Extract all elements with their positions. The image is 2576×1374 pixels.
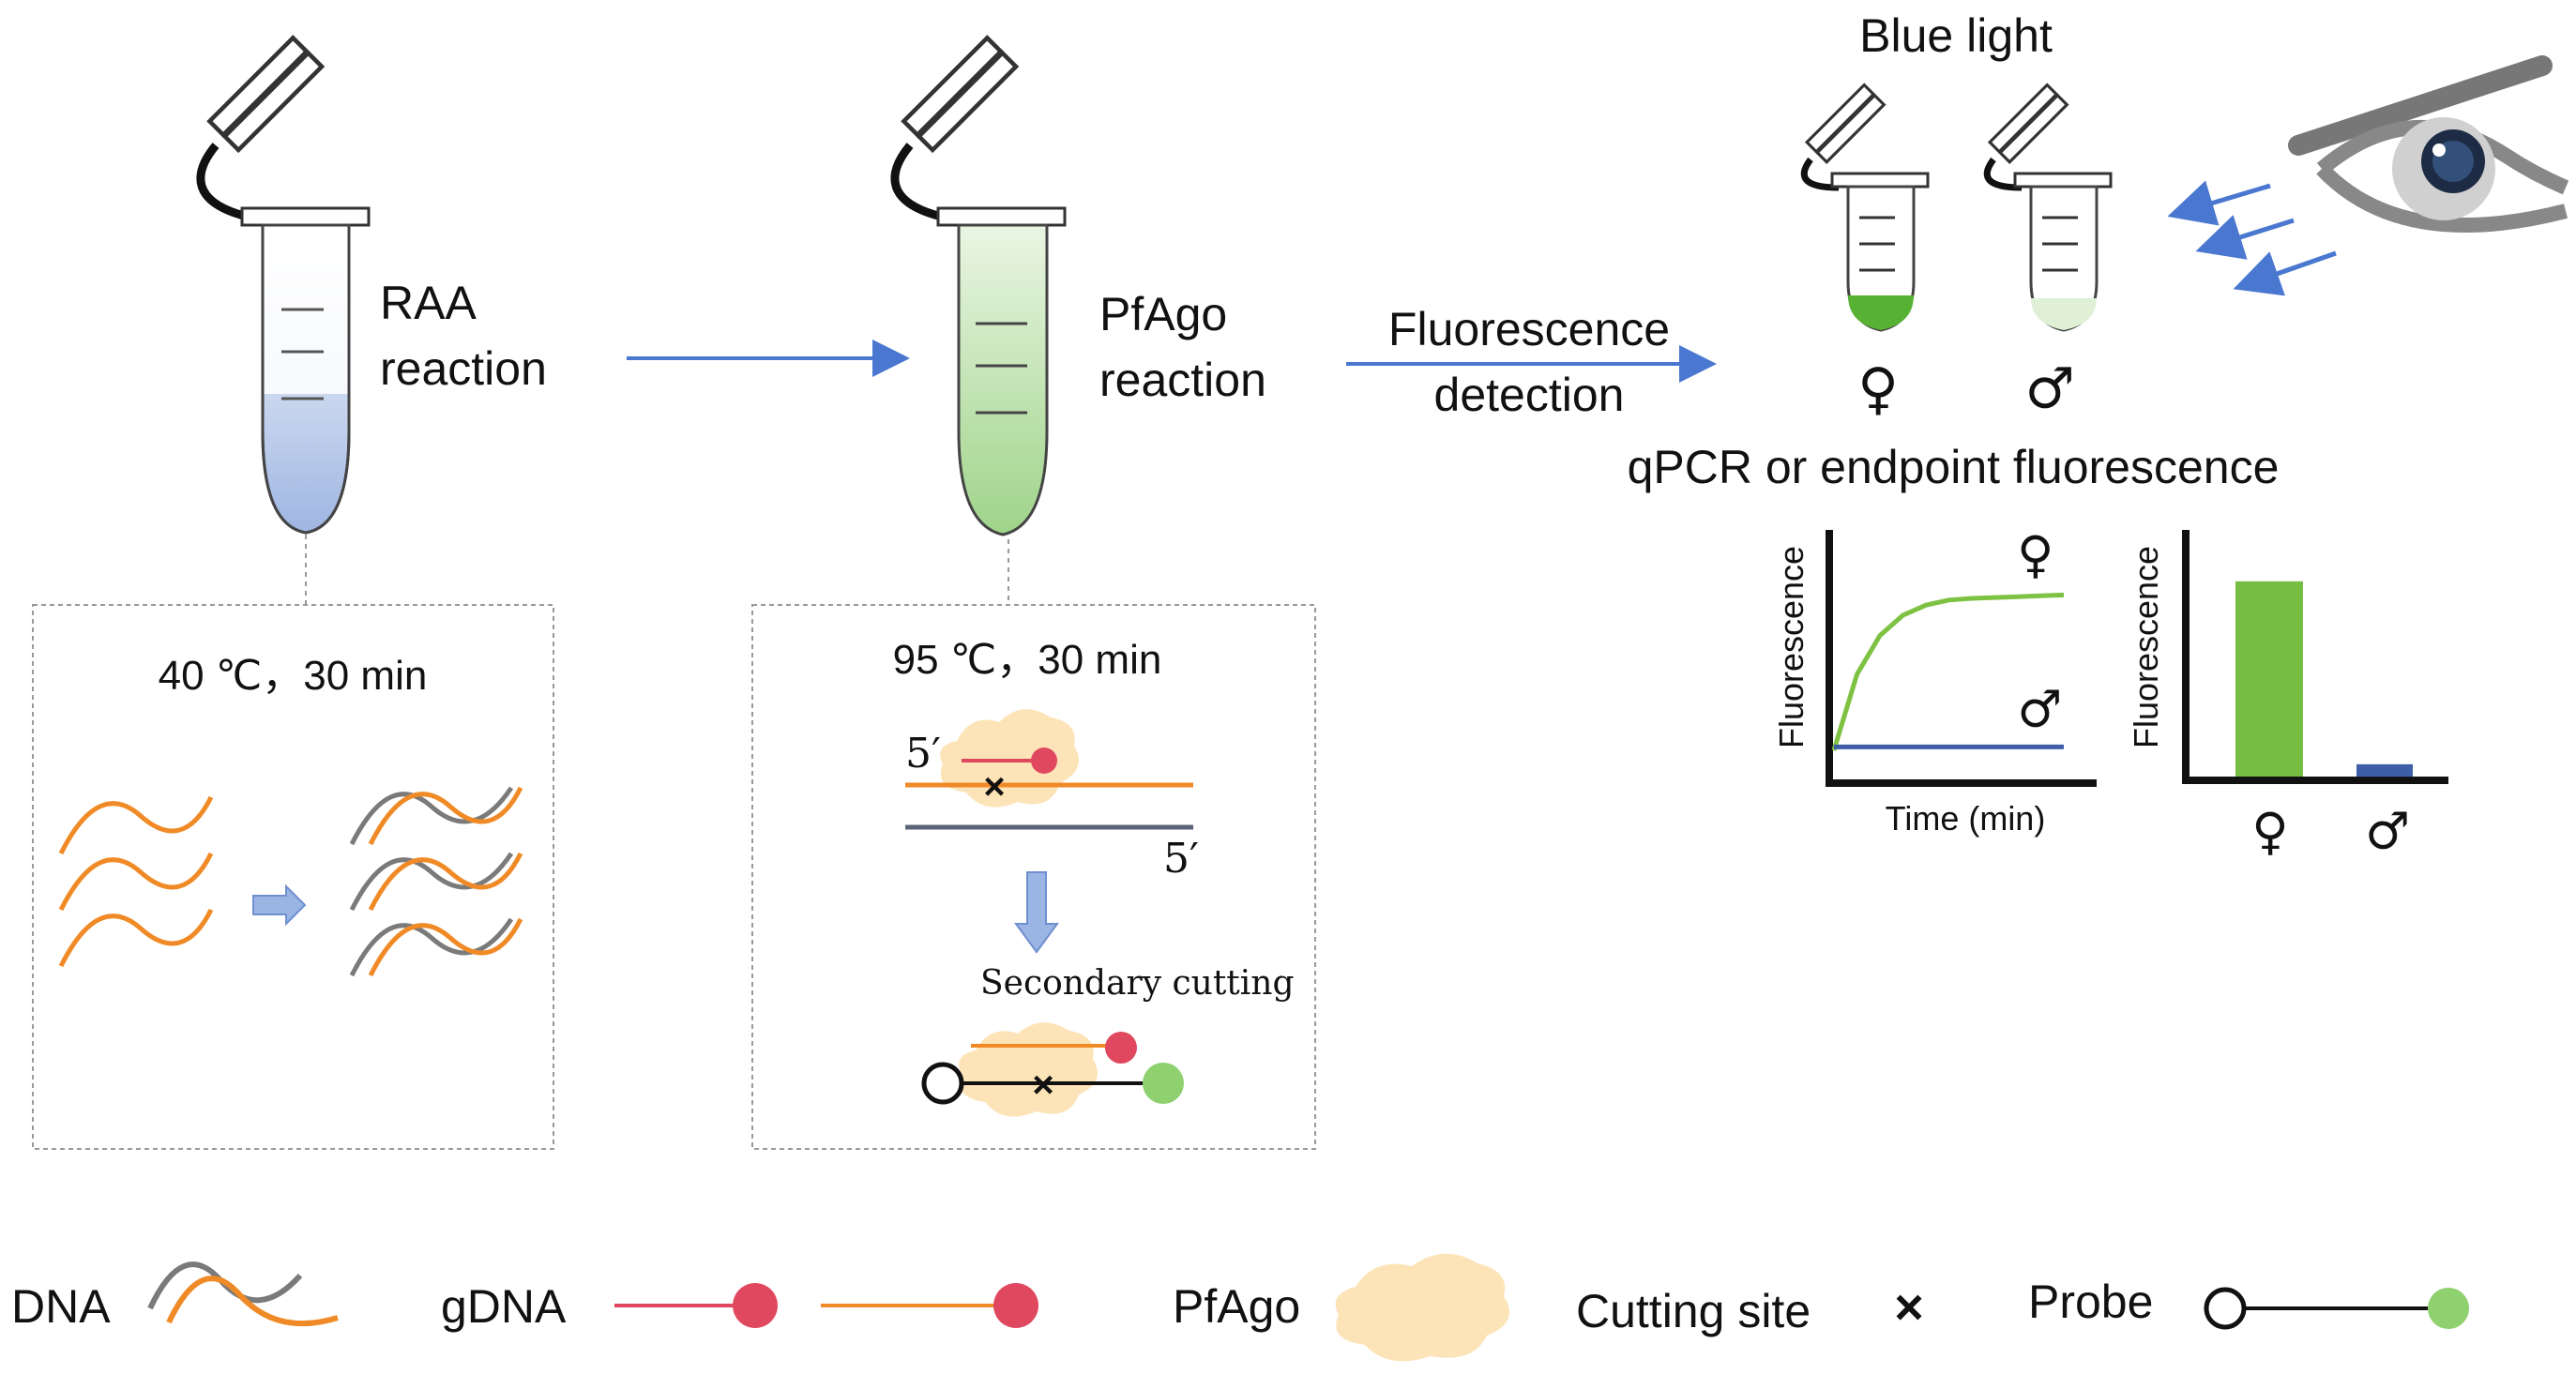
legend-cutting-site-label: Cutting site — [1576, 1285, 1811, 1337]
eye-icon — [2288, 55, 2569, 233]
template-dna-waves — [58, 795, 214, 968]
blue-light-label: Blue light — [1859, 9, 2053, 62]
legend-probe-icon — [2204, 1287, 2469, 1330]
tube-cap-icon — [903, 38, 1016, 150]
bar-male-tick: ♂ — [2365, 802, 2410, 861]
secondary-cutting-label: Secondary cutting — [980, 964, 1295, 1003]
cutting-site-icon: × — [1032, 1064, 1053, 1106]
male-symbol: ♂ — [2024, 356, 2075, 422]
tube-hinge-icon — [890, 143, 940, 220]
five-prime-top: 5′ — [905, 730, 941, 778]
amplified-dna-waves — [349, 786, 523, 977]
male-bar — [2356, 763, 2413, 778]
female-tube — [1800, 83, 1930, 332]
pfago-conditions: 95 ℃，30 min — [893, 637, 1162, 683]
tube-cap-icon — [209, 38, 322, 150]
bar-female-tick: ♀ — [2251, 802, 2288, 861]
raa-conditions: 40 ℃，30 min — [159, 653, 428, 699]
legend-cutting-site-icon: × — [1894, 1279, 1924, 1336]
female-curve-line — [1831, 592, 2065, 751]
detection-label-line2: detection — [1434, 369, 1625, 421]
pfago-detail-box: 95 ℃，30 min 5′ × 5′ Secondary cutting × — [751, 604, 1316, 1150]
qpcr-curve-chart: ♀ ♂ Fluorescence Time (min) — [1772, 525, 2097, 838]
curve-female-label: ♀ — [2017, 525, 2053, 584]
curve-y-label: Fluorescence — [1772, 546, 1811, 748]
gdna-head-icon — [1031, 747, 1057, 774]
endpoint-bar-chart: Fluorescence ♀ ♂ — [2127, 530, 2448, 861]
legend-gdna-label: gDNA — [441, 1280, 567, 1333]
cutting-site-icon: × — [983, 766, 1005, 808]
pfago-cloud-icon — [959, 1022, 1098, 1117]
amplify-arrow-icon — [252, 883, 307, 927]
detection-label-line1: Fluorescence — [1388, 303, 1670, 355]
probe-fluorophore-icon — [1143, 1063, 1184, 1104]
pfago-label-line1: PfAgo — [1099, 288, 1227, 340]
raa-label-line2: reaction — [380, 342, 547, 395]
curve-x-label: Time (min) — [1886, 799, 2046, 838]
raa-detail-box: 40 ℃，30 min — [32, 604, 554, 1150]
tube-hinge-icon — [196, 143, 246, 220]
tube-rim-icon — [936, 206, 1067, 227]
bar-y-label: Fluorescence — [2127, 546, 2165, 748]
female-bar — [2235, 581, 2303, 777]
probe-quencher-icon — [921, 1062, 964, 1105]
male-tube — [1983, 83, 2113, 332]
legend-probe-label: Probe — [2028, 1276, 2153, 1328]
pfago-tube — [890, 38, 1067, 536]
pfago-cloud-icon — [940, 709, 1079, 808]
readout-method: qPCR or endpoint fluorescence — [1628, 441, 2280, 493]
female-symbol: ♀ — [1857, 356, 1899, 422]
legend-dna-icon — [147, 1261, 339, 1327]
raa-label-line1: RAA — [380, 277, 477, 329]
gdna-head-icon — [1105, 1032, 1137, 1064]
raa-tube — [196, 38, 371, 535]
tube-rim-icon — [240, 206, 371, 227]
tube-cap-icon — [1988, 83, 2068, 164]
blue-light-rays — [2167, 180, 2337, 296]
tube-cap-icon — [1805, 83, 1886, 164]
legend: DNA gDNA PfAgo Cutting site × Probe — [11, 1253, 2469, 1362]
legend-pfago-icon — [1335, 1253, 1509, 1362]
tube-body-icon — [957, 223, 1049, 536]
legend-pfago-label: PfAgo — [1173, 1280, 1300, 1333]
five-prime-bottom: 5′ — [1163, 835, 1199, 883]
pfago-label-line2: reaction — [1099, 354, 1266, 406]
curve-male-label: ♂ — [2017, 680, 2062, 739]
legend-dna-label: DNA — [11, 1280, 111, 1333]
secondary-arrow-icon — [1014, 871, 1059, 954]
